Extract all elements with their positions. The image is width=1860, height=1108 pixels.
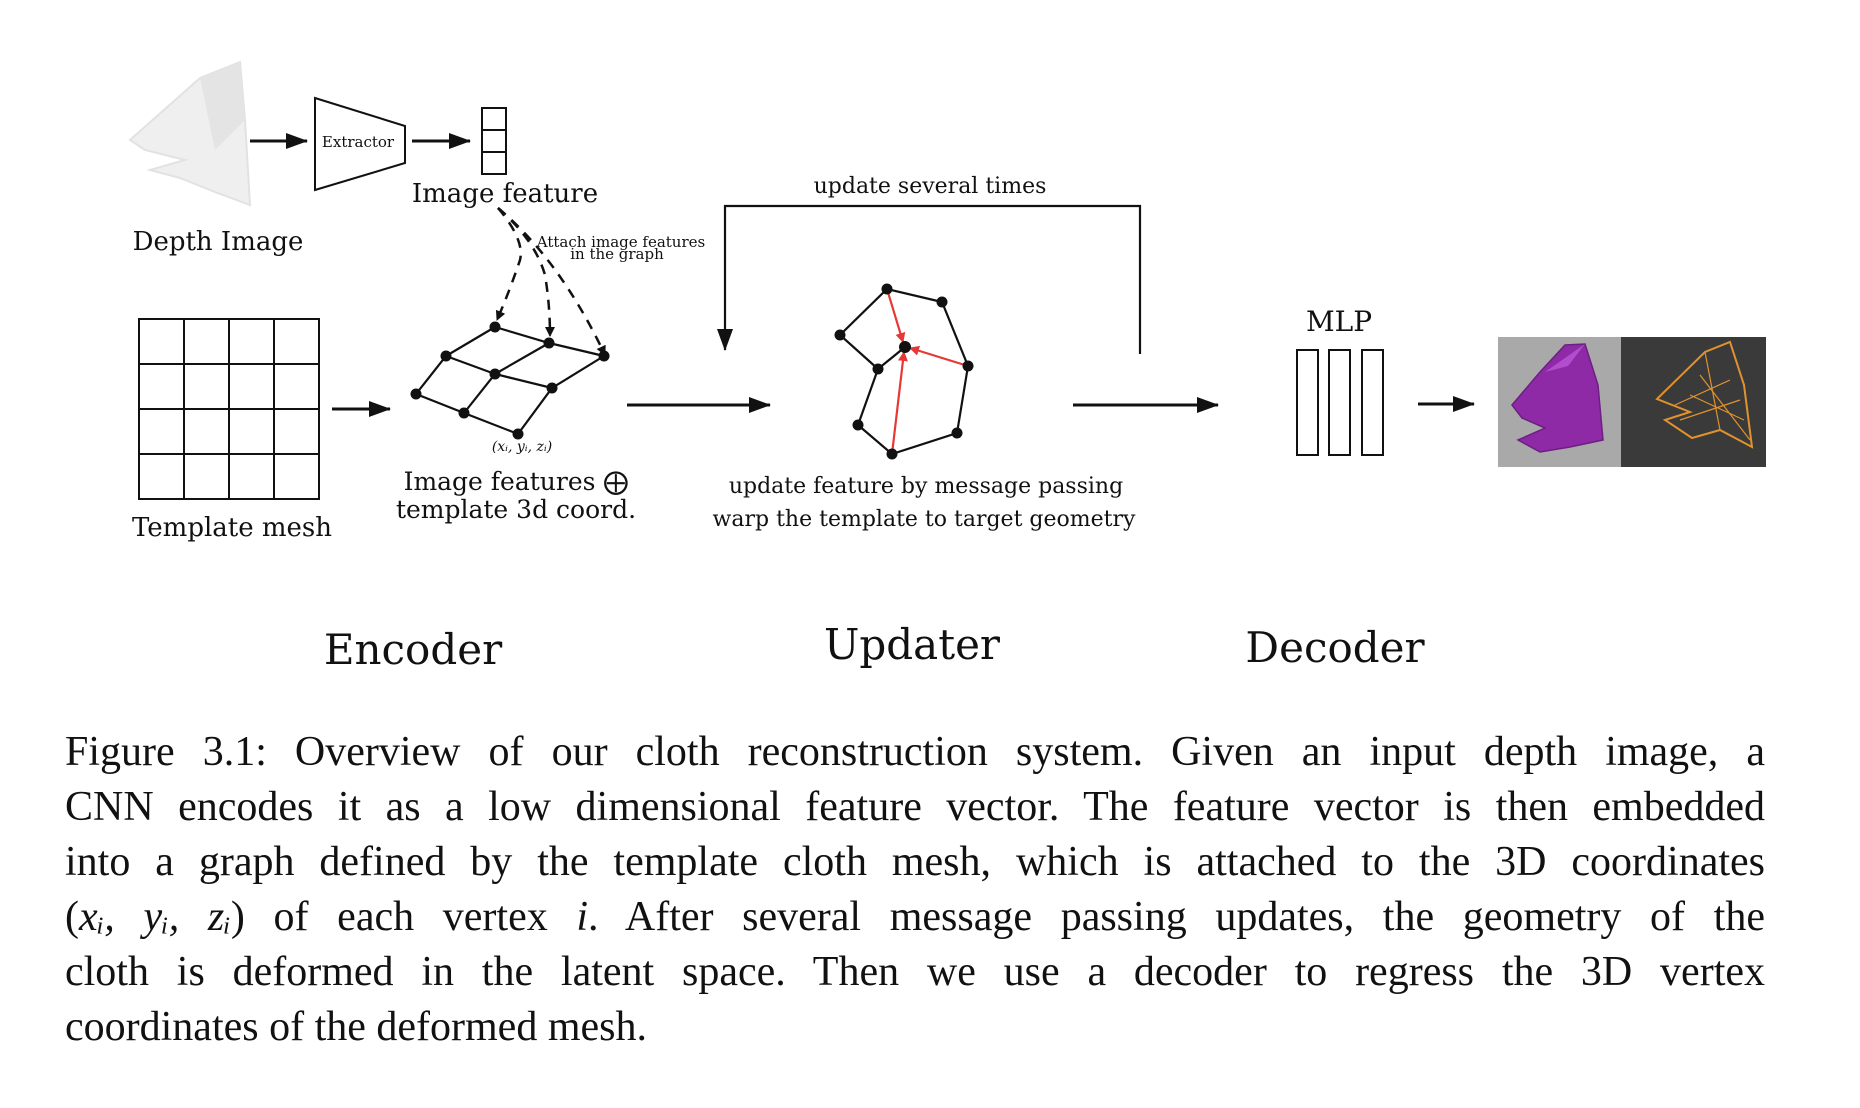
- template-mesh: [138, 318, 320, 500]
- image-feature-vector: [481, 107, 507, 175]
- output-cloth-render: [1498, 337, 1621, 467]
- stage-decoder-label: Decoder: [1245, 623, 1425, 672]
- encoder-graph-nodes: [410, 321, 610, 440]
- caption-line-6: coordinates of the deformed mesh.: [65, 1004, 647, 1050]
- stage-updater-label: Updater: [824, 620, 1001, 669]
- updater-sub-line2: warp the template to target geometry: [713, 507, 1136, 532]
- encoder-sub-line1: Image features ⨁: [404, 467, 629, 496]
- caption-line-2: CNN encodes it as a low dimensional feat…: [65, 784, 1765, 830]
- caption-line-5: cloth is deformed in the latent space. T…: [65, 949, 1765, 995]
- updater-graph-nodes: [834, 283, 974, 460]
- caption-coord-math: xᵢ, yᵢ, zᵢ: [79, 894, 231, 940]
- mlp-label: MLP: [1306, 305, 1372, 338]
- stage-encoder-label: Encoder: [324, 625, 503, 674]
- figure-caption: Figure 3.1: Overview of our cloth recons…: [65, 725, 1765, 1055]
- caption-line-3: into a graph defined by the template clo…: [65, 839, 1765, 885]
- update-loop-arrow: [717, 204, 1142, 354]
- extractor-block: [314, 96, 406, 192]
- depth-image: [128, 60, 252, 207]
- attach-note-line2: in the graph: [570, 245, 664, 263]
- caption-line-4-post: . After several message passing updates,…: [588, 894, 1765, 940]
- caption-line-1: Figure 3.1: Overview of our cloth recons…: [65, 729, 1765, 775]
- depth-image-label: Depth Image: [133, 227, 304, 257]
- caption-paren-open: (: [65, 894, 79, 940]
- updater-sub-line1: update feature by message passing: [729, 474, 1123, 499]
- attach-note-line1: Attach image features: [536, 233, 705, 251]
- extractor-label: Extractor: [322, 133, 395, 151]
- template-mesh-label: Template mesh: [132, 513, 332, 543]
- caption-line-4-mid: ) of each vertex: [230, 894, 577, 940]
- image-feature-label: Image feature: [412, 179, 598, 209]
- updater-message-edges: [885, 288, 969, 455]
- vertex-coord-label: (xᵢ, yᵢ, zᵢ): [492, 439, 552, 455]
- encoder-graph: [415, 325, 605, 436]
- encoder-sub-line2: template 3d coord.: [396, 495, 636, 524]
- update-loop-label: update several times: [814, 174, 1047, 199]
- caption-vertex-index: i: [576, 894, 589, 940]
- caption-line-4: (xᵢ, yᵢ, zᵢ) of each vertex i. After sev…: [65, 890, 1765, 945]
- output-wireframe-render: [1621, 337, 1766, 467]
- mlp-block: [1296, 349, 1384, 456]
- dashed-attach-arrows: [495, 207, 607, 356]
